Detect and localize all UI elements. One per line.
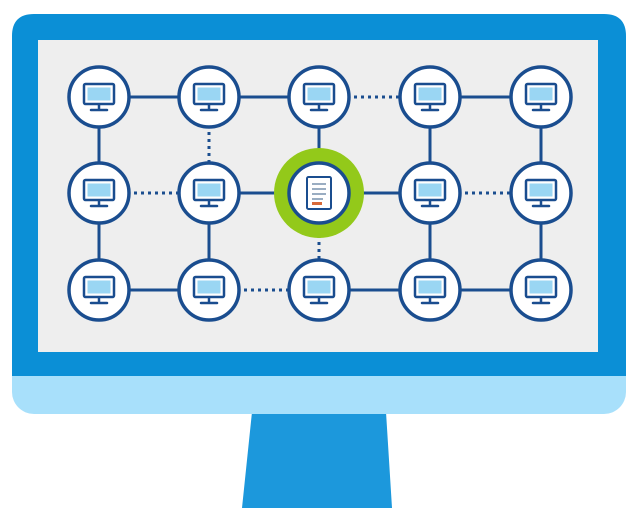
computer-node: [398, 161, 462, 225]
computer-node: [177, 65, 241, 129]
computer-monitor-icon: [82, 178, 116, 208]
computer-node: [509, 258, 573, 322]
computer-monitor-icon: [82, 275, 116, 305]
computer-node: [67, 258, 131, 322]
computer-monitor-icon: [524, 82, 558, 112]
computer-monitor-icon: [192, 82, 226, 112]
network-nodes: [67, 65, 573, 322]
monitor-stand: [242, 412, 392, 508]
computer-monitor-icon: [302, 275, 336, 305]
computer-node: [509, 65, 573, 129]
computer-monitor-icon: [192, 178, 226, 208]
computer-monitor-icon: [524, 178, 558, 208]
computer-monitor-icon: [524, 275, 558, 305]
computer-node: [398, 65, 462, 129]
computer-monitor-icon: [413, 275, 447, 305]
central-document-node: [274, 148, 364, 238]
computer-node: [287, 65, 351, 129]
computer-node: [287, 258, 351, 322]
computer-node: [398, 258, 462, 322]
computer-node: [67, 65, 131, 129]
computer-monitor-icon: [413, 82, 447, 112]
computer-monitor-icon: [413, 178, 447, 208]
computer-node: [67, 161, 131, 225]
computer-monitor-icon: [82, 82, 116, 112]
computer-monitor-icon: [302, 82, 336, 112]
computer-monitor-icon: [192, 275, 226, 305]
computer-node: [509, 161, 573, 225]
document-icon: [306, 176, 332, 210]
computer-node: [177, 258, 241, 322]
computer-node: [177, 161, 241, 225]
